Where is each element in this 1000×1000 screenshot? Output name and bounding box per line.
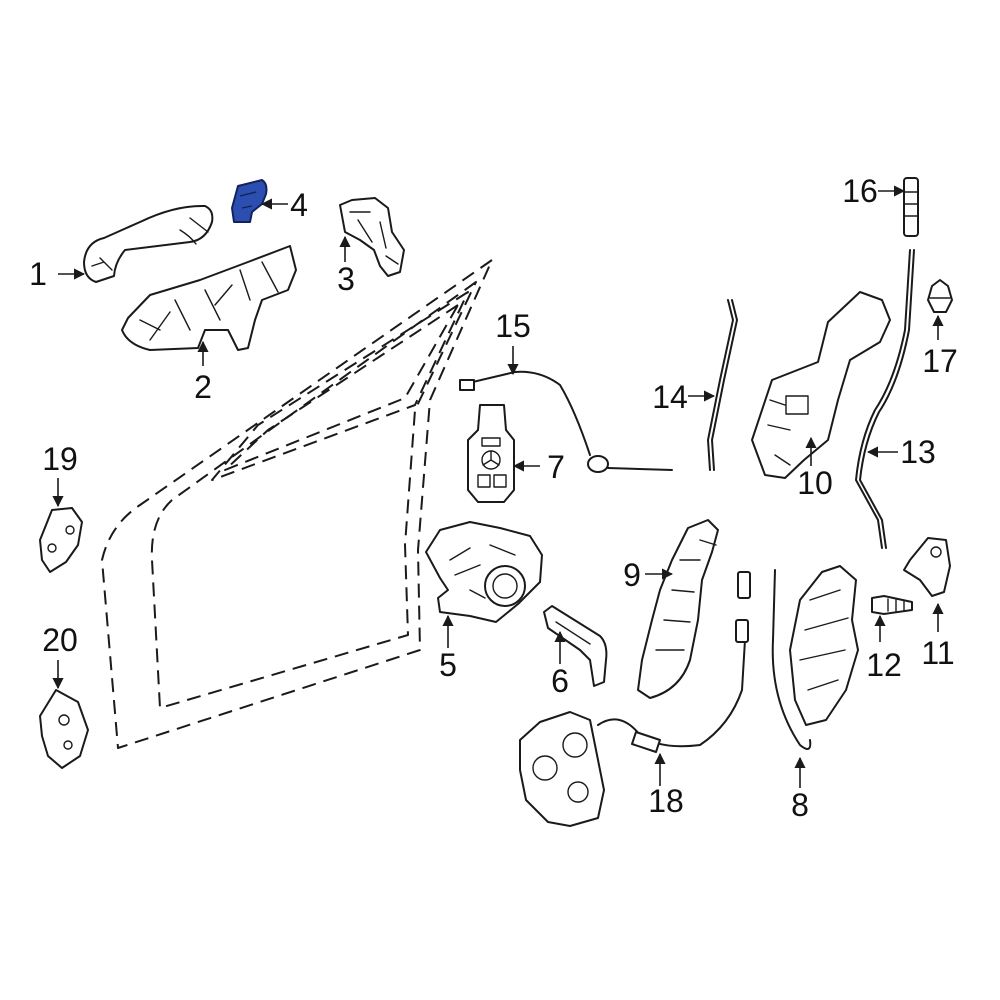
callout-13: 13 [900,434,936,470]
part-18-actuator[interactable] [519,571,751,827]
part-14-rod[interactable] [706,299,739,471]
callout-6: 6 [551,663,569,699]
callout-20: 20 [42,622,78,658]
callout-7: 7 [547,449,565,485]
callout-1: 1 [29,256,47,292]
callout-3: 3 [337,261,355,297]
part-13-rod[interactable] [854,249,915,549]
part-19-hinge[interactable] [39,507,83,573]
part-4-handle-cap[interactable] [231,179,268,223]
callout-numbers: 1 2 3 4 5 6 7 8 9 10 11 12 13 14 15 16 1… [29,173,958,823]
callout-8: 8 [791,787,809,823]
callout-10: 10 [797,465,833,501]
callout-12: 12 [866,647,902,683]
part-5-lock-housing[interactable] [425,521,543,623]
part-10-regulator-bracket[interactable] [751,291,891,479]
callout-5: 5 [439,647,457,683]
callout-15: 15 [495,308,531,344]
part-8-door-lock[interactable] [771,565,859,750]
part-17-clip[interactable] [927,279,953,313]
callout-16: 16 [842,173,878,209]
callout-18: 18 [648,783,684,819]
callout-11: 11 [921,635,954,671]
leader-lines [52,185,944,788]
part-3-bracket[interactable] [339,197,405,277]
part-2-handle-carrier[interactable] [121,245,297,351]
part-12-screw[interactable] [871,595,913,615]
callout-9: 9 [623,557,641,593]
part-20-hinge[interactable] [39,689,89,769]
callout-19: 19 [42,441,78,477]
callout-4: 4 [290,187,308,223]
callout-17: 17 [922,343,958,379]
part-7-key-fob[interactable] [467,404,515,503]
callout-14: 14 [652,379,688,415]
part-15-cable[interactable] [459,370,673,473]
part-11-striker[interactable] [903,537,951,597]
part-6-release-lever[interactable] [543,605,608,687]
part-1-outer-handle[interactable] [83,204,214,283]
part-9-inner-handle[interactable] [637,519,719,699]
part-16-pin[interactable] [903,177,919,237]
callout-2: 2 [194,369,212,405]
door-outline [101,259,493,749]
